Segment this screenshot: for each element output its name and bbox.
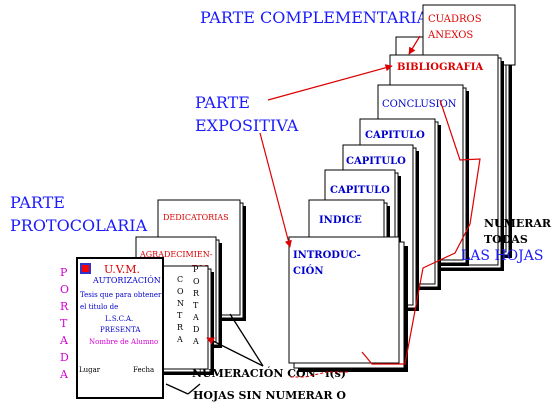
- heading-parte-expositiva-line1: PARTE: [195, 93, 250, 112]
- numbering-line-right: [361, 99, 481, 365]
- contraportada-letters-portada: P O R T A D A: [192, 265, 200, 346]
- arrow-hojas-sin-2: [187, 383, 201, 395]
- heading-parte-complementaria: PARTE COMPLEMENTARIA: [200, 8, 429, 27]
- svg-text:A: A: [192, 313, 199, 322]
- label-capitulo-1: CAPITULO: [365, 130, 425, 141]
- svg-text:T: T: [60, 317, 68, 330]
- label-anexos: ANEXOS: [427, 30, 473, 41]
- svg-text:O: O: [60, 283, 69, 296]
- heading-parte-protocolaria-line1: PARTE: [10, 193, 65, 212]
- portada-line1: Tesis que para obtener: [80, 291, 162, 299]
- svg-text:A: A: [176, 335, 183, 344]
- svg-text:R: R: [177, 323, 184, 332]
- portada-lugar: Lugar: [79, 366, 101, 374]
- note-hojas-sin-numerar: HOJAS SIN NUMERAR O: [193, 389, 346, 402]
- portada-fecha: Fecha: [133, 366, 154, 374]
- portada-line5: Nombre de Alumno: [89, 338, 158, 346]
- arrow-numeracion-2: [229, 313, 264, 367]
- label-capitulo-2: CAPITULO: [346, 156, 406, 167]
- contraportada-letters-contra: C O N T R A: [176, 275, 184, 344]
- label-introduccion-line2: CIÓN: [293, 265, 324, 277]
- label-introduccion-line1: INTRODUC-: [293, 250, 361, 261]
- arrow-numeracion-1: [206, 337, 264, 367]
- heading-parte-expositiva-line2: EXPOSITIVA: [195, 116, 299, 135]
- label-conclusion: CONCLUSION: [382, 99, 457, 110]
- svg-text:P: P: [193, 265, 199, 274]
- arrow-expositiva-to-bibliografia: [267, 64, 393, 101]
- label-capitulo-3: CAPITULO: [330, 185, 390, 196]
- portada-line4: PRESENTA: [100, 326, 141, 334]
- portada-line2: el titulo de: [80, 303, 118, 311]
- svg-text:A: A: [59, 334, 69, 347]
- svg-text:T: T: [193, 301, 199, 310]
- uvm-logo-icon: [80, 263, 91, 274]
- svg-text:A: A: [59, 368, 69, 381]
- page-portada: [76, 257, 164, 399]
- portada-autorizacion: AUTORIZACIÓN: [92, 276, 161, 285]
- label-agradecimientos-line1: AGRADECIMIEN-: [139, 250, 213, 259]
- note-numerar-line2: TODAS: [484, 233, 528, 246]
- page-stack-introduccion: [288, 236, 408, 372]
- note-numeracion-con: NUMERACIÓN CON "i(s)": [192, 366, 352, 380]
- arrow-hojas-sin: [165, 383, 189, 395]
- arrow-complementaria-to-bibliografia: [408, 35, 421, 55]
- svg-text:O: O: [177, 287, 184, 296]
- label-bibliografia: BIBLIOGRAFIA: [397, 62, 483, 73]
- note-numerar-line1: NUMERAR: [484, 217, 552, 230]
- note-numerar-line3: LAS HOJAS: [461, 248, 543, 264]
- portada-side-letters: P O R T A D A: [59, 266, 69, 381]
- svg-text:D: D: [60, 351, 69, 364]
- portada-logo-text: U.V.M.: [104, 263, 140, 276]
- numbering-line-to-notes: [290, 371, 348, 378]
- svg-text:R: R: [193, 289, 200, 298]
- svg-text:P: P: [60, 266, 68, 279]
- heading-parte-protocolaria-line2: PROTOCOLARIA: [10, 216, 148, 235]
- portada-line3: L.S.C.A.: [105, 315, 133, 323]
- svg-text:O: O: [193, 277, 200, 286]
- svg-text:A: A: [192, 337, 199, 346]
- svg-text:C: C: [177, 275, 183, 284]
- svg-text:D: D: [193, 325, 199, 334]
- svg-text:T: T: [177, 311, 183, 320]
- arrow-expositiva-to-introduccion: [259, 132, 292, 248]
- svg-text:R: R: [60, 300, 69, 313]
- svg-text:N: N: [177, 299, 184, 308]
- label-cuadros: CUADROS: [428, 14, 482, 25]
- label-indice: INDICE: [319, 215, 362, 226]
- label-dedicatorias: DEDICATORIAS: [163, 213, 229, 222]
